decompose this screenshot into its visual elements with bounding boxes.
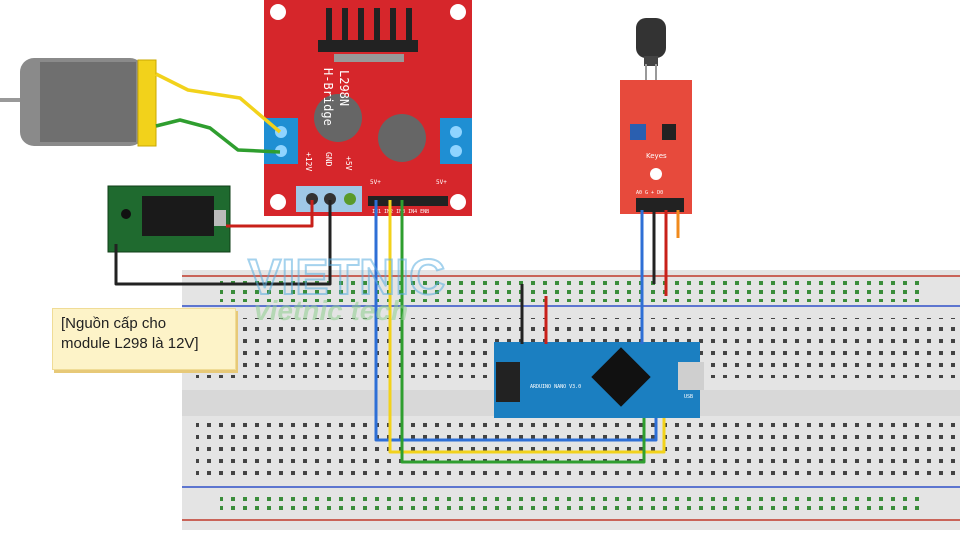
dc-motor [0, 58, 157, 147]
nano-usb-label: USB [684, 394, 693, 400]
motor-endcap [137, 59, 157, 147]
wire-control-yellow [388, 200, 666, 454]
wire-power-black [114, 200, 332, 286]
label-5v: +5V [344, 156, 353, 171]
wires [114, 72, 680, 464]
l298n-pcb [264, 0, 472, 216]
sensor-module: Keyes A0 G + D0 [620, 18, 692, 214]
wire-power-red [226, 200, 314, 228]
power-note-line1: [Nguồn cấp cho [61, 315, 167, 332]
nano-label: ARDUINO NANO V3.0 [530, 384, 581, 390]
sensor-pcb [620, 80, 692, 214]
label-gnd: GND [324, 152, 333, 167]
terminal-strip-lower [196, 418, 956, 480]
sensor-header [636, 198, 684, 212]
sensor-lens [636, 18, 666, 58]
wire-motor-green [155, 118, 281, 154]
watermark-line2: vietnic tech [254, 295, 408, 326]
capacitor-right [378, 114, 426, 162]
power-note-line2: module L298 là 12V] [61, 335, 199, 352]
power-jack-module [107, 185, 231, 253]
label-header-5v-left: 5V+ [370, 179, 381, 186]
capacitor-left [314, 94, 362, 142]
power-note: [Nguồn cấp cho module L298 là 12V] [52, 308, 236, 370]
label-12v: +12V [304, 152, 313, 171]
motor-b-terminal [440, 118, 472, 164]
wire-motor-yellow [155, 72, 282, 134]
comparator-chip [662, 124, 676, 140]
arduino-nano: ARDUINO NANO V3.0 USB [494, 342, 704, 418]
power-rail-top [220, 280, 920, 302]
icsp-header [496, 362, 520, 402]
mcu-chip [591, 347, 651, 407]
l298n-module: L298N H-Bridge +12V GND +5V 5V+ 5V+ IN1 … [264, 0, 472, 216]
wire-control-green [400, 200, 646, 464]
sensor-pins-label: A0 G + D0 [636, 190, 663, 196]
potentiometer [630, 124, 646, 140]
watermark: VIETNIC vietnic tech [247, 248, 446, 326]
power-rail-bottom [220, 493, 920, 515]
l298n-title: L298N [337, 70, 351, 106]
control-header [368, 196, 448, 206]
barrel-jack [142, 196, 214, 236]
l298n-subtitle: H-Bridge [321, 68, 335, 126]
wire-control-blue [374, 200, 658, 442]
watermark-line1: VIETNIC [248, 249, 445, 305]
label-header-5v-right: 5V+ [436, 179, 447, 186]
heatsink [318, 8, 418, 62]
usb-connector [678, 362, 704, 390]
sensor-label: Keyes [646, 152, 667, 160]
